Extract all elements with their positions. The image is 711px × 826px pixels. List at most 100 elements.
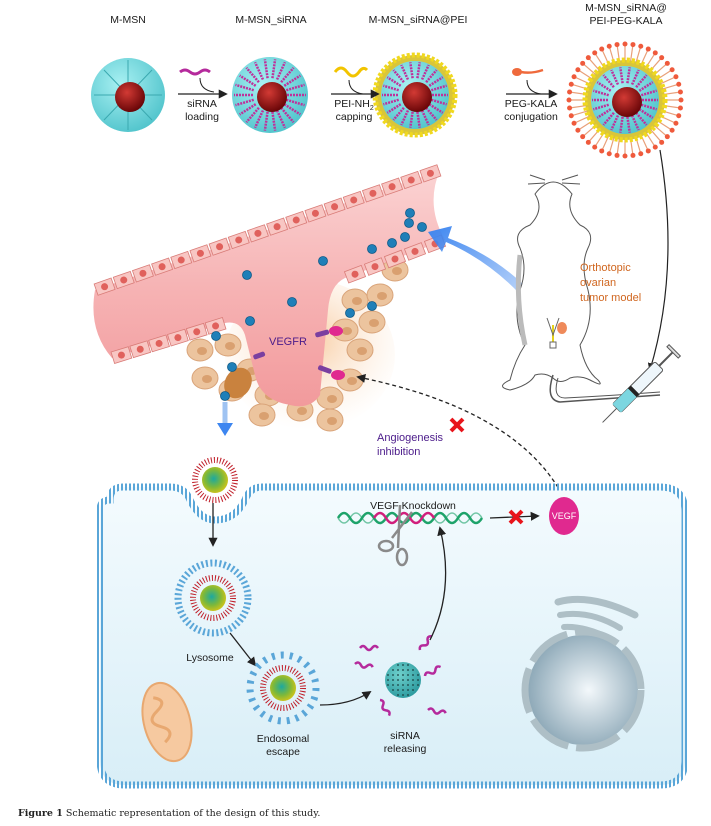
peg-chain	[571, 110, 589, 117]
sirna-strand	[239, 103, 257, 116]
msn-pore	[387, 684, 389, 686]
msn-pore	[397, 694, 399, 696]
sirna-strand	[640, 89, 658, 97]
sirna-strand	[619, 67, 624, 84]
endothelial-cell	[110, 346, 133, 364]
arrow-to-mrna	[429, 526, 447, 641]
kala-peptide	[630, 152, 636, 158]
msn-pore	[407, 689, 409, 691]
nanoparticle-dot	[367, 244, 377, 254]
stage-label-final-line1: M-MSN_siRNA@	[585, 2, 667, 14]
kala-peptide	[669, 67, 675, 73]
figure-caption: Figure 1 Schematic representation of the…	[18, 808, 320, 819]
tumor-cell-nucleus	[259, 412, 269, 420]
tumor-cell-nucleus	[357, 347, 367, 355]
peg-chain	[645, 131, 656, 148]
endothelial-cell	[93, 277, 116, 296]
kala-peptide	[622, 153, 628, 159]
peg-chain	[661, 83, 679, 90]
sirna-strand	[428, 76, 444, 87]
msn-pore	[387, 679, 389, 681]
tumor-cell-nucleus	[327, 395, 337, 403]
tumor-cell-nucleus	[377, 292, 387, 300]
blue-arrow-down-to-cell	[217, 402, 233, 436]
step-label-loading: loading	[185, 111, 219, 123]
angiogenesis-label-line1: Angiogenesis	[377, 432, 444, 444]
endothelial-cell	[363, 257, 387, 276]
nanoparticle-dot	[367, 301, 377, 311]
endothelial-cell	[112, 270, 135, 290]
sirna-strand	[283, 103, 301, 116]
endothelial-cell	[204, 317, 227, 335]
endosomal-escape-line1: Endosomal	[256, 733, 310, 745]
figure-caption-text: Schematic representation of the design o…	[62, 808, 321, 819]
tumor-cell-nucleus	[202, 375, 212, 383]
peg-chain	[601, 134, 610, 152]
tumor-cell-nucleus	[327, 417, 337, 425]
nanoparticle-dot	[387, 238, 397, 248]
step-label-capping: capping	[335, 111, 373, 123]
sirna-strand	[280, 66, 295, 83]
nucleus	[521, 595, 645, 752]
msn-pore	[392, 689, 394, 691]
sirna-releasing-line2: releasing	[383, 743, 427, 755]
kala-peptide	[659, 139, 665, 145]
released-sirna	[359, 644, 379, 652]
msn-pore	[402, 669, 404, 671]
endothelial-cell	[304, 204, 327, 223]
kala-peptide	[669, 127, 675, 133]
nanoparticle-m-msn	[91, 58, 165, 132]
nanoparticle-dot	[345, 308, 355, 318]
sirna-strand	[263, 111, 269, 131]
injection-arrow	[647, 149, 669, 372]
msn-pore	[407, 694, 409, 696]
sirna-strand	[263, 59, 269, 79]
msn-pore	[402, 694, 404, 696]
endothelial-cell	[185, 322, 208, 341]
lysosome-escaping-nanoparticle	[246, 651, 320, 725]
kala-peptide	[568, 113, 574, 119]
released-sirna	[423, 665, 442, 677]
msn-pore	[392, 684, 394, 686]
msn-pore	[397, 669, 399, 671]
msn-pore	[402, 689, 404, 691]
kala-peptide	[592, 50, 598, 56]
sirna-strand	[253, 61, 265, 81]
sirna-strand	[425, 107, 438, 121]
vegf-label: VEGF	[551, 511, 577, 521]
msn-pore	[397, 664, 399, 666]
endothelial-cell	[208, 237, 231, 256]
kala-peptide	[599, 46, 605, 52]
tumor-cell-nucleus	[369, 319, 379, 327]
peg-chain	[653, 124, 668, 138]
kala-peptide	[568, 81, 574, 87]
endothelial-cell	[170, 250, 193, 270]
nanoparticle-dot	[417, 222, 427, 232]
angiogenesis-label-line2: inhibition	[377, 446, 421, 458]
sirna-strand	[630, 114, 640, 131]
sirna-strand	[285, 98, 305, 107]
arrow-to-sirna-release	[319, 691, 372, 706]
peg-chain	[659, 76, 677, 85]
sirna-strand	[635, 74, 648, 88]
kala-peptide	[614, 152, 620, 158]
sirna-strand	[392, 69, 405, 83]
kala-peptide	[606, 151, 612, 157]
kala-peptide	[575, 127, 581, 133]
stage-label-m-msn-sirna: M-MSN_siRNA	[235, 14, 307, 26]
angiogenesis-dashed-arrow	[356, 373, 566, 501]
sirna-strand	[245, 107, 260, 124]
sirna-strand	[430, 84, 448, 92]
tumor-cell-nucleus	[297, 407, 307, 415]
kala-peptide	[599, 148, 605, 154]
sirna-strand	[592, 103, 610, 111]
lysosome-label: Lysosome	[186, 652, 234, 664]
peg-chain	[635, 46, 642, 64]
msn-pore	[392, 674, 394, 676]
endothelial-cell	[400, 170, 423, 190]
sirna-strand	[635, 112, 648, 126]
kala-peptide	[580, 60, 586, 66]
endothelial-cell	[246, 224, 269, 243]
endothelial-cell	[167, 328, 189, 347]
kala-peptide	[638, 43, 644, 49]
